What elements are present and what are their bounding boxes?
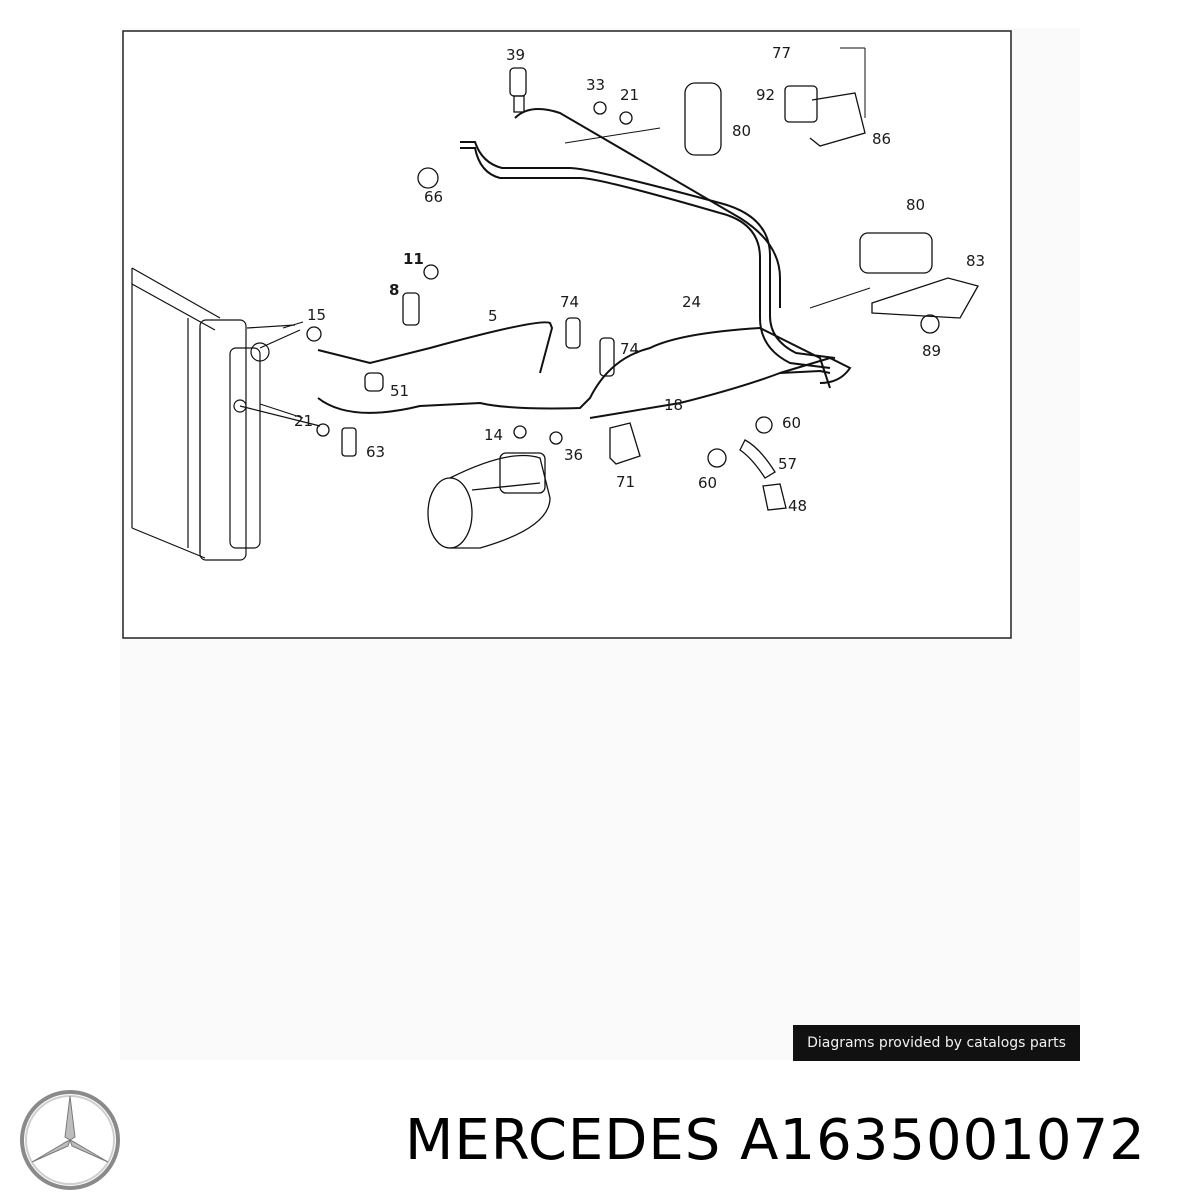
condenser-drawing [131,267,321,561]
callout-71: 71 [616,473,635,491]
callout-33: 33 [586,76,605,94]
diagram-credit-badge: Diagrams provided by catalogs parts [793,1025,1080,1061]
callout-89: 89 [922,342,941,360]
callout-92: 92 [756,86,775,104]
callout-63: 63 [366,443,385,461]
small-parts [306,67,979,511]
compressor-drawing [427,452,551,549]
callout-60: 60 [782,414,801,432]
callout-24: 24 [682,293,701,311]
callout-8: 8 [389,281,399,299]
callout-83: 83 [966,252,985,270]
callout-80: 80 [906,196,925,214]
callout-51: 51 [390,382,409,400]
callout-39: 39 [506,46,525,64]
parts-diagram: 39 33 21 80 77 92 86 66 80 83 89 11 8 15… [122,30,1012,639]
callout-57: 57 [778,455,797,473]
callout-66: 66 [424,188,443,206]
callout-18: 18 [664,396,683,414]
callout-74: 74 [560,293,579,311]
callout-15: 15 [307,306,326,324]
diagram-panel: 39 33 21 80 77 92 86 66 80 83 89 11 8 15… [120,28,1080,1060]
refrigerant-lines [317,108,852,419]
callout-11: 11 [403,250,424,268]
callout-80: 80 [732,122,751,140]
callout-86: 86 [872,130,891,148]
callout-14: 14 [484,426,503,444]
callout-77: 77 [772,44,791,62]
product-title: MERCEDES A1635001072 [405,1108,1146,1173]
callout-21: 21 [294,412,313,430]
callout-48: 48 [788,497,807,515]
drawing-border [122,30,1012,639]
callout-21: 21 [620,86,639,104]
callout-74: 74 [620,340,639,358]
callout-60: 60 [698,474,717,492]
callout-5: 5 [488,307,498,325]
callout-36: 36 [564,446,583,464]
mercedes-star-icon [18,1088,122,1196]
leader-lines [259,47,871,419]
